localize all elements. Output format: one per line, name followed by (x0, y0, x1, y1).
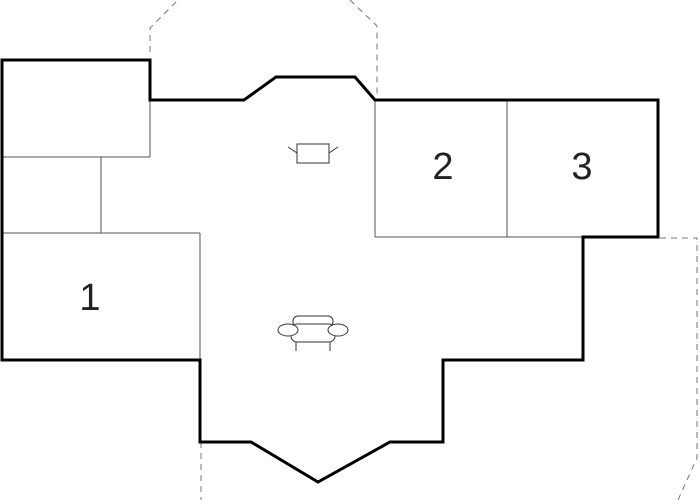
armchair-arm-left (277, 323, 299, 337)
room-label-2: 2 (432, 146, 453, 188)
armchair-icon (277, 315, 349, 351)
armchair-seat (290, 323, 336, 343)
exterior-wall (0, 58, 660, 484)
interior-partitions (2, 100, 583, 360)
dashed-outline-right (660, 237, 698, 500)
fixture-body (296, 143, 330, 164)
fixture-arm-right (328, 146, 339, 154)
fixture-arm-left (287, 146, 298, 154)
light-fixture-icon (287, 143, 339, 164)
room-label-1: 1 (79, 277, 100, 319)
dashed-outline-top-right (349, 0, 378, 100)
dashed-outline-top (149, 0, 179, 52)
room-label-3: 3 (571, 146, 592, 188)
armchair-arm-right (327, 323, 349, 337)
